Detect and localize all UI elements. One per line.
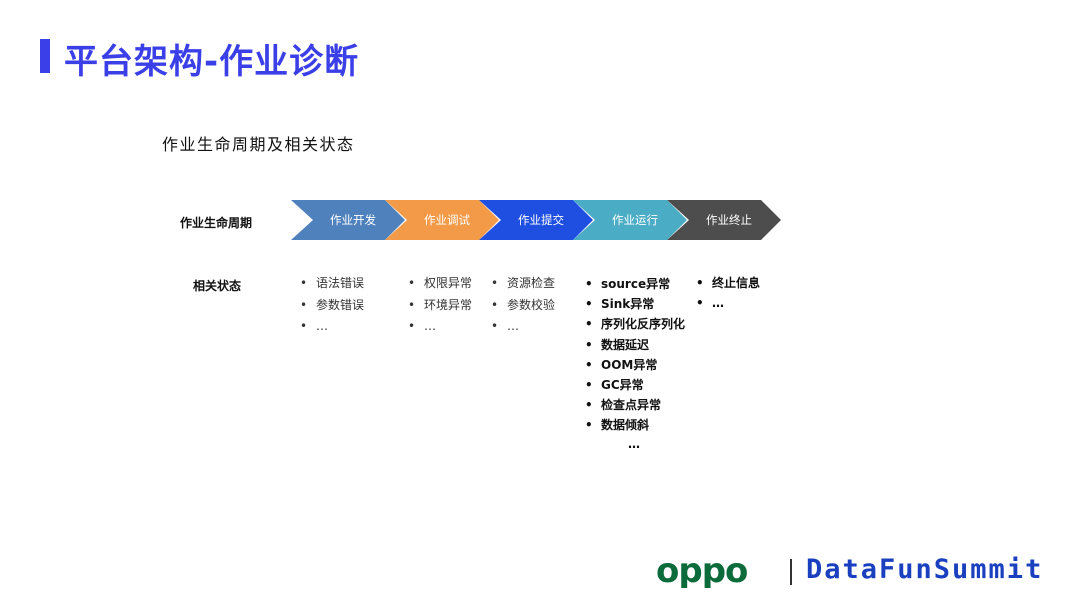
- chevron-submission: [479, 200, 593, 240]
- chevron-terminated: [667, 200, 781, 240]
- datafun-summit-logo: DataFunSummit: [806, 554, 1044, 585]
- chevron-debugging: [385, 200, 499, 240]
- list-item: 终止信息: [696, 273, 760, 293]
- list-item: 权限异常: [408, 273, 472, 295]
- list-item: 数据延迟: [585, 335, 685, 355]
- list-item: 语法错误: [300, 273, 364, 295]
- page-title: 平台架构-作业诊断: [64, 42, 360, 82]
- lifecycle-row-label: 作业生命周期: [180, 216, 253, 230]
- status-list-debugging: 权限异常 环境异常 …: [408, 273, 472, 338]
- svg-text:oppo: oppo: [656, 556, 747, 588]
- chevron-debugging-label: 作业调试: [424, 213, 470, 227]
- chevron-terminated-label: 作业终止: [706, 213, 752, 227]
- list-item: 检查点异常: [585, 395, 685, 415]
- status-list-running: source异常 Sink异常 序列化反序列化 数据延迟 OOM异常 GC异常 …: [585, 274, 685, 436]
- chevron-development: [291, 200, 405, 240]
- status-list-development: 语法错误 参数错误 …: [300, 273, 364, 338]
- list-item: 序列化反序列化: [585, 314, 685, 334]
- list-item: …: [491, 316, 555, 338]
- list-item: source异常: [585, 274, 685, 294]
- oppo-logo: oppo: [656, 556, 748, 588]
- status-row-label: 相关状态: [193, 279, 242, 293]
- status-list-terminated: 终止信息 …: [696, 273, 760, 314]
- status-list-running-ellipsis: …: [628, 437, 640, 451]
- page-subtitle: 作业生命周期及相关状态: [162, 135, 355, 154]
- list-item: …: [408, 316, 472, 338]
- list-item: GC异常: [585, 375, 685, 395]
- status-list-submission: 资源检查 参数校验 …: [491, 273, 555, 338]
- chevron-development-label: 作业开发: [330, 213, 376, 227]
- title-accent-bar: [40, 39, 50, 73]
- chevron-running: [573, 200, 687, 240]
- list-item: …: [300, 316, 364, 338]
- list-item: 数据倾斜: [585, 415, 685, 435]
- list-item: 参数校验: [491, 295, 555, 317]
- list-item: 环境异常: [408, 295, 472, 317]
- list-item: …: [696, 293, 760, 313]
- list-item: Sink异常: [585, 294, 685, 314]
- list-item: 参数错误: [300, 295, 364, 317]
- list-item: OOM异常: [585, 355, 685, 375]
- list-item: 资源检查: [491, 273, 555, 295]
- chevron-running-label: 作业运行: [612, 213, 658, 227]
- footer-divider: [790, 559, 792, 585]
- chevron-submission-label: 作业提交: [518, 213, 564, 227]
